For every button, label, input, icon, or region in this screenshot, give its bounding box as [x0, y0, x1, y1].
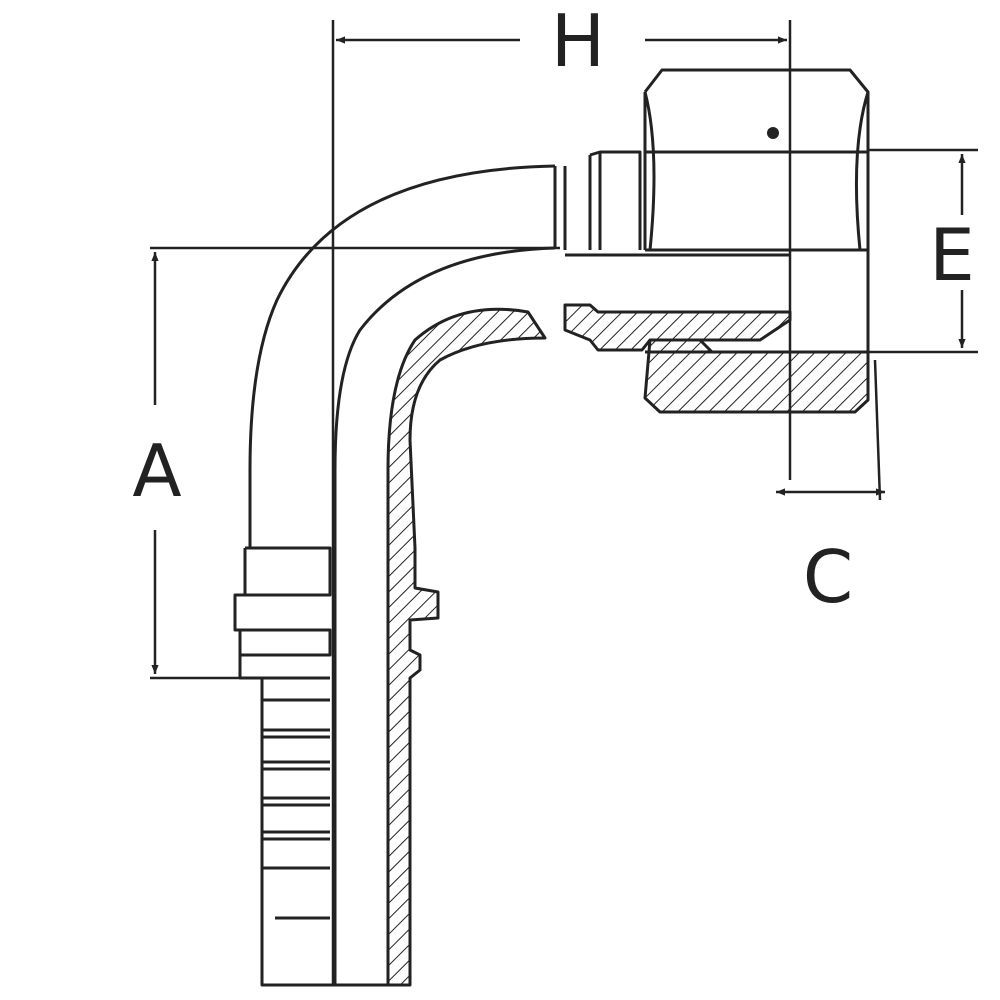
section-wall-hatch — [386, 307, 547, 987]
dimension-label-a: A — [132, 429, 181, 513]
swivel-nut — [643, 68, 870, 414]
dimension-label-h: H — [551, 0, 605, 83]
dimension-label-c: C — [803, 535, 853, 619]
dimensions — [150, 20, 978, 985]
collar — [553, 150, 792, 352]
dimension-label-e: E — [929, 213, 975, 297]
nut-dot — [767, 127, 779, 139]
hose-shank — [233, 546, 388, 987]
